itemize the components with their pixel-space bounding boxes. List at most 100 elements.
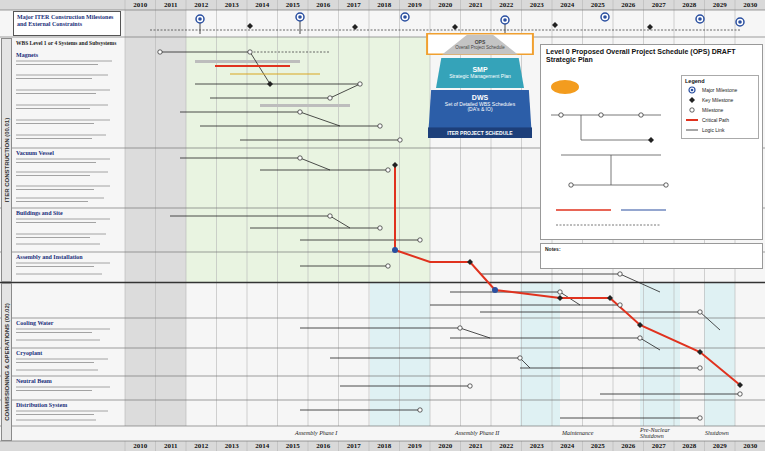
chart-mark <box>736 18 744 26</box>
legend-text: Logic Link <box>702 127 725 133</box>
pyramid-text: Overall Project Schedule <box>455 46 505 51</box>
info-box: Major ITER Construction Milestones and E… <box>13 11 121 36</box>
year-label: 2011 <box>156 1 187 9</box>
year-label: 2027 <box>644 442 675 450</box>
key-lines <box>551 115 666 185</box>
chart-mark <box>296 13 304 21</box>
key-critical <box>556 209 611 211</box>
chart-mark <box>639 113 643 117</box>
chart-mark <box>737 382 743 388</box>
year-label: 2027 <box>644 1 675 9</box>
milestone-symbol <box>690 108 694 112</box>
year-label: 2014 <box>247 1 278 9</box>
legend-sample <box>685 126 699 134</box>
activity-line-yellow <box>230 73 320 74</box>
chart-mark <box>698 416 702 420</box>
legend-sample <box>685 116 699 124</box>
chart-mark <box>358 82 362 86</box>
phase-band: ITER CONSTRUCTION (00.01) <box>1 38 12 282</box>
chart-mark <box>247 23 253 29</box>
chart-mark <box>158 50 162 54</box>
activity-bar <box>260 104 350 107</box>
logic-link-symbol <box>686 130 698 131</box>
chart-mark <box>398 138 402 142</box>
chart-mark <box>401 13 409 21</box>
legend-text: Key Milestone <box>702 97 733 103</box>
chart-mark <box>392 162 398 168</box>
chart-mark <box>697 349 703 355</box>
key-markers <box>559 113 668 187</box>
key-diamond <box>648 137 654 143</box>
chart-mark <box>458 326 462 330</box>
chart-mark <box>601 13 609 21</box>
chart-title: Level 0 Proposed Overall Project Schedul… <box>541 45 762 67</box>
activity-bar <box>195 60 300 63</box>
legend-sample <box>685 96 699 104</box>
year-label: 2021 <box>461 1 492 9</box>
year-label: 2019 <box>400 1 431 9</box>
year-label: 2025 <box>583 442 614 450</box>
key-dashed <box>556 225 661 226</box>
chart-mark <box>618 272 622 276</box>
major-milestone-symbol <box>689 87 695 93</box>
legend-sample <box>685 106 699 114</box>
year-label: 2017 <box>339 1 370 9</box>
legend-item: Major Milestone <box>685 86 755 94</box>
section-title: Magnets <box>16 52 121 58</box>
year-label: 2012 <box>186 442 217 450</box>
chart-mark <box>503 18 507 22</box>
year-label: 2028 <box>674 1 705 9</box>
chart-mark <box>599 113 603 117</box>
row-separators <box>0 10 765 441</box>
year-label: 2024 <box>552 442 583 450</box>
chart-mark <box>328 96 332 100</box>
legend-item: Key Milestone <box>685 96 755 104</box>
chart-mark <box>738 392 742 396</box>
major-milestone-dot <box>691 89 694 92</box>
chart-mark <box>418 238 422 242</box>
chart-mark <box>386 168 390 172</box>
year-label: 2026 <box>613 1 644 9</box>
legend-item: Milestone <box>685 106 755 114</box>
year-label: 2015 <box>278 1 309 9</box>
chart-mark <box>559 113 563 117</box>
year-label: 2022 <box>491 1 522 9</box>
year-label: 2016 <box>308 442 339 450</box>
chart-mark <box>698 17 702 21</box>
year-label: 2023 <box>522 1 553 9</box>
chart-mark <box>198 17 202 21</box>
section-title: Neutral Beam <box>16 378 121 384</box>
year-label: 2021 <box>461 442 492 450</box>
legend-text: Critical Path <box>702 117 729 123</box>
year-label: 2030 <box>735 442 765 450</box>
chart-mark <box>392 247 398 253</box>
year-label: 2022 <box>491 442 522 450</box>
chart-mark <box>618 303 622 307</box>
pyramid-layer: SMPStrategic Management Plan <box>436 58 524 88</box>
chart-mark <box>418 408 422 412</box>
year-label: 2018 <box>369 1 400 9</box>
section-title: Cryoplant <box>16 350 121 356</box>
pyramid-layer <box>436 58 524 88</box>
chart-mark <box>298 156 302 160</box>
chart-mark <box>698 366 702 370</box>
year-label: 2024 <box>552 1 583 9</box>
legend-box: LegendMajor MilestoneKey MilestoneMilest… <box>681 75 759 139</box>
pyramid-apex <box>442 35 518 55</box>
year-bar <box>0 0 765 10</box>
chart-mark <box>698 310 702 314</box>
phase-label: Pre-Nuclear Shutdown <box>640 427 680 440</box>
year-label: 2016 <box>308 1 339 9</box>
wbs-description-lines <box>16 61 112 420</box>
section-title: Cooling Water <box>16 320 121 326</box>
year-label: 2029 <box>705 1 736 9</box>
year-label: 2010 <box>125 442 156 450</box>
year-label: 2019 <box>400 442 431 450</box>
pyramid-layer: OPSOverall Project Schedule <box>426 33 534 55</box>
key-link <box>621 209 666 210</box>
pyramid-text: Strategic Management Plan <box>449 74 511 80</box>
year-label: 2013 <box>217 1 248 9</box>
milestone-heading: Major ITER Construction Milestones and E… <box>17 14 117 28</box>
chart-mark <box>647 24 653 30</box>
phase-label: Assembly Phase I <box>295 430 375 436</box>
